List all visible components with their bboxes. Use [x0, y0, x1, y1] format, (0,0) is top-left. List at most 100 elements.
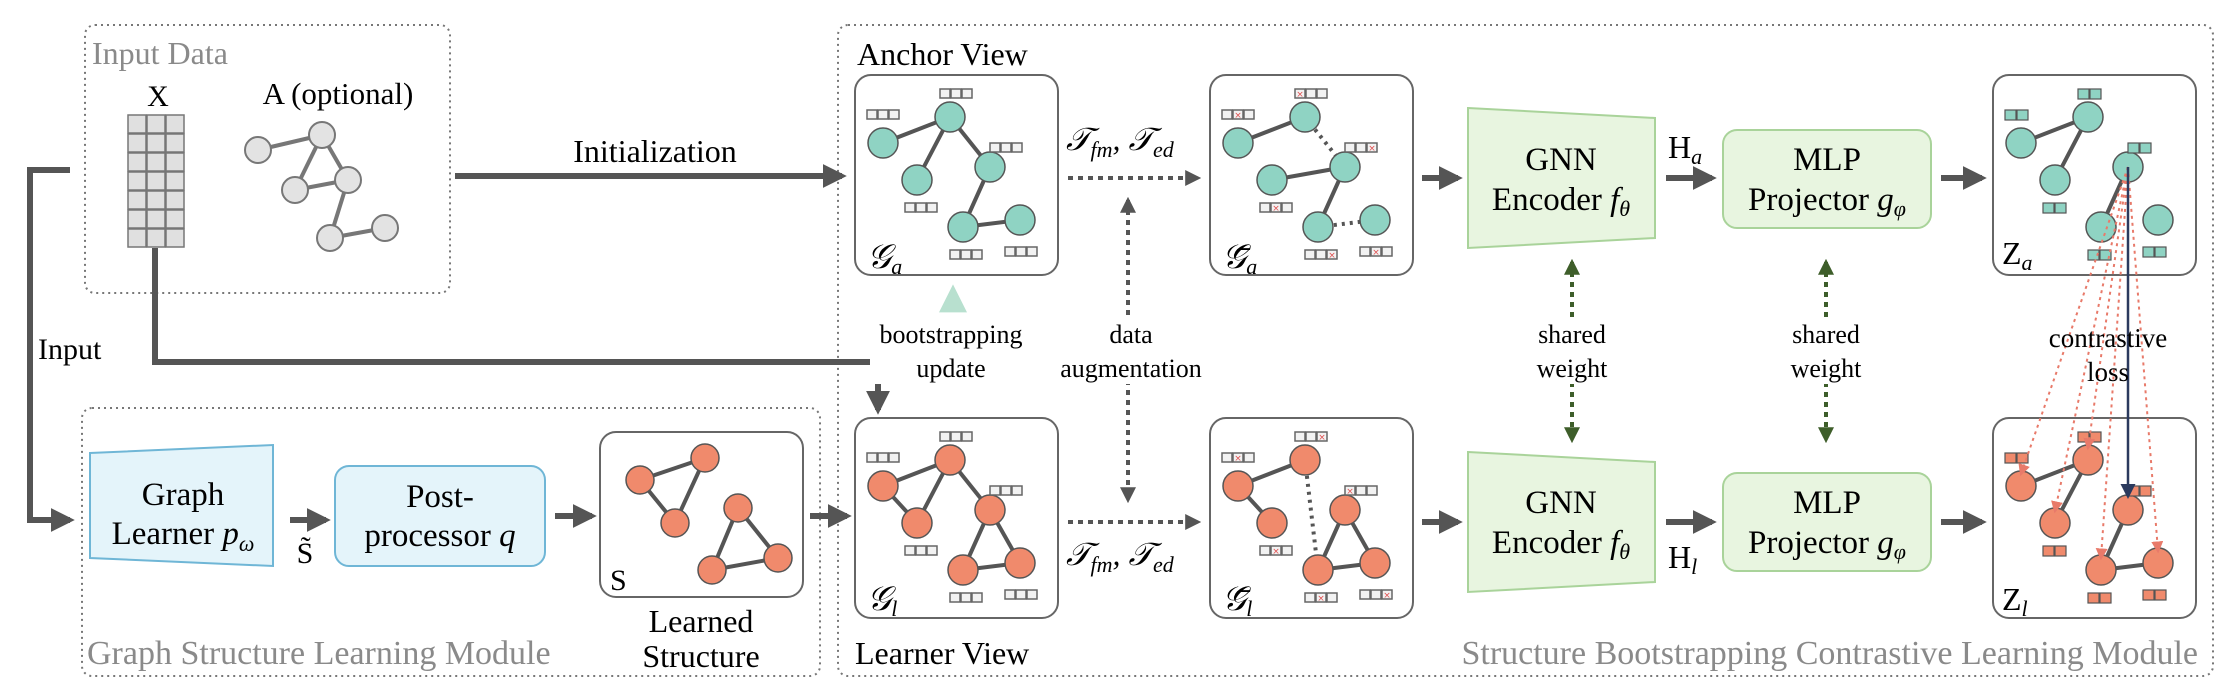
feature-cell: [1344, 485, 1356, 496]
feature-cell: [949, 592, 961, 603]
post-processor-line2: processor q: [364, 518, 515, 554]
matrix-cell: [146, 228, 166, 248]
graph-node: [2039, 507, 2071, 539]
feature-cell: [926, 202, 938, 213]
embedding-cell: [2142, 246, 2155, 258]
anchor-graph: [866, 88, 1038, 260]
graph-node: [1302, 211, 1334, 243]
contrastive-line1: contrastive: [2049, 323, 2167, 353]
feature-cell: [989, 142, 1001, 153]
learned-structure-corner-label: S: [610, 564, 627, 597]
feature-cell: [1305, 431, 1317, 442]
ha-label: Ha: [1668, 129, 1702, 169]
gsl-module-title: Graph Structure Learning Module: [87, 635, 551, 672]
graph-node: [901, 164, 933, 196]
feature-cell: [1259, 202, 1271, 213]
matrix-cell: [146, 133, 166, 153]
graph-node: [1256, 507, 1288, 539]
masked-feature-mark: ×: [1272, 547, 1280, 557]
graph-node: [763, 543, 793, 573]
embedding-cell: [2077, 88, 2090, 100]
matrix-cell: [146, 114, 166, 134]
gl-label: 𝒢l: [867, 581, 897, 621]
feature-cell: [915, 545, 927, 556]
gnn-encoder-top-box: [1467, 106, 1656, 250]
graph-node: [947, 554, 979, 586]
gl-bar-label: 𝒢̄l: [1222, 581, 1252, 621]
matrix-cell: [127, 152, 147, 172]
contrastive-loss-arrows: [2018, 166, 2164, 561]
sbcl-module-frame: [837, 24, 2214, 677]
gnn-encoder-top-line1: GNN: [1525, 142, 1597, 178]
feature-cell: [926, 545, 938, 556]
feature-cell: [961, 431, 973, 442]
input-data-title: Input Data: [92, 35, 228, 71]
embedding-cell: [2087, 592, 2100, 604]
contrastive-line2: loss: [2087, 357, 2129, 387]
graph-node: [2142, 204, 2174, 236]
embedding-cell: [2127, 485, 2140, 497]
x-label: X: [147, 80, 169, 113]
initialization-label: Initialization: [573, 133, 737, 169]
feature-cell: [1011, 142, 1023, 153]
graph-learner-box: [89, 443, 274, 568]
augmented-learner-graph: ××××××: [1221, 431, 1393, 604]
shared-weight-2-line1: shared: [1792, 320, 1860, 349]
feature-cell: [866, 452, 878, 463]
graph-node: [2005, 127, 2037, 159]
learned-structure-graph: [625, 443, 793, 585]
graph-node: [934, 444, 966, 476]
feature-cell: [1326, 249, 1338, 260]
feature-cell: [1011, 485, 1023, 496]
matrix-cell: [127, 133, 147, 153]
graph-node: [934, 101, 966, 133]
feature-cell: [1000, 142, 1012, 153]
feature-cell: [1315, 249, 1327, 260]
feature-cell: [1232, 452, 1244, 463]
shared-weight-1-line2: weight: [1537, 354, 1609, 383]
graph-node: [1329, 494, 1361, 526]
embedding-cell: [2099, 592, 2112, 604]
post-processor-box: [334, 465, 546, 567]
embedding-cell: [2139, 485, 2152, 497]
feature-cell: [1305, 88, 1317, 99]
feature-cell: [1243, 452, 1255, 463]
graph-node: [1302, 554, 1334, 586]
a-optional-label: A (optional): [263, 76, 414, 111]
matrix-cell: [165, 190, 185, 210]
matrix-cell: [146, 190, 166, 210]
graph-node: [690, 443, 720, 473]
embedding-cell: [2154, 589, 2167, 601]
matrix-cell: [146, 171, 166, 191]
masked-feature-mark: ×: [1318, 433, 1326, 443]
feature-cell: [1015, 246, 1027, 257]
masked-feature-mark: ×: [1296, 90, 1304, 100]
matrix-cell: [165, 171, 185, 191]
graph-node: [244, 136, 272, 164]
feature-cell: [1366, 142, 1378, 153]
graph-node: [723, 493, 753, 523]
graph-node: [660, 508, 690, 538]
feature-cell: [1381, 589, 1393, 600]
feature-cell: [1370, 589, 1382, 600]
matrix-cell: [127, 209, 147, 229]
feature-cell: [1281, 202, 1293, 213]
negative-pair-arrow: [2127, 166, 2164, 554]
graph-node: [316, 224, 344, 252]
masked-feature-mark: ×: [1317, 594, 1325, 604]
embedding-cell: [2054, 545, 2067, 557]
gnn-encoder-bottom-line1: GNN: [1525, 485, 1597, 521]
graph-learner-line1: Graph: [142, 477, 225, 513]
feature-cell: [888, 452, 900, 463]
graph-node: [2085, 211, 2117, 243]
graph-node: [308, 121, 336, 149]
feature-cell: [1259, 545, 1271, 556]
s-tilde-label: S̃: [297, 537, 314, 570]
matrix-cell: [165, 152, 185, 172]
matrix-cell: [165, 133, 185, 153]
graph-node: [334, 166, 362, 194]
sbcl-module-title: Structure Bootstrapping Contrastive Lear…: [1461, 635, 2198, 672]
feature-cell: [877, 452, 889, 463]
feature-cell: [1004, 246, 1016, 257]
